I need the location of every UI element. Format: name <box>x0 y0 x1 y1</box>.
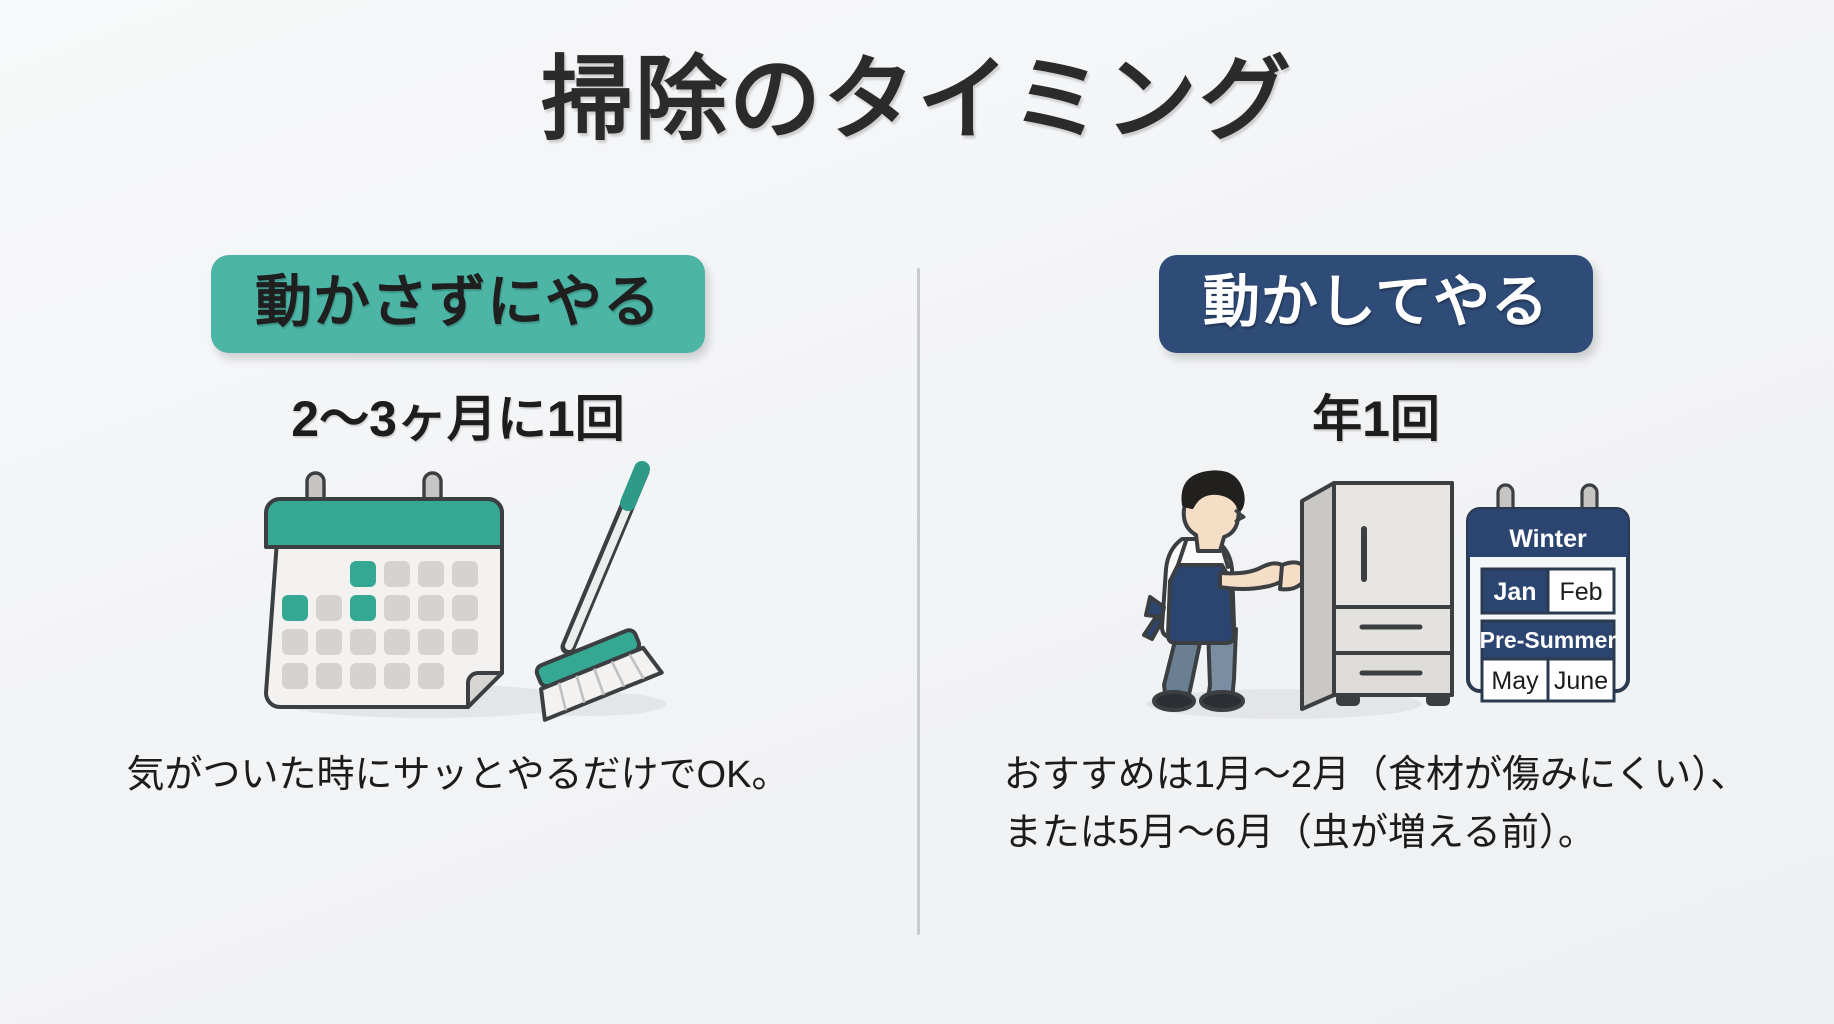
calendar-icon <box>264 497 504 710</box>
refrigerator-icon <box>1300 481 1454 712</box>
season-calendar-jan: Jan <box>1493 578 1536 606</box>
person-icon <box>1142 470 1309 713</box>
caption-line: または5月〜6月（虫が増える前）。 <box>1003 812 1596 855</box>
column-move: 動かしてやる 年1回 <box>936 255 1816 863</box>
illustration-calendar-broom <box>218 461 698 723</box>
column-no-move: 動かさずにやる 2〜3ヶ月に1回 <box>18 255 898 805</box>
season-calendar-may: May <box>1491 667 1539 695</box>
caption-no-move: 気がついた時にサッとやるだけでOK。 <box>127 747 790 805</box>
frequency-move: 年1回 <box>1312 391 1440 448</box>
frequency-no-move: 2〜3ヶ月に1回 <box>291 391 625 448</box>
caption-line: 気がついた時にサッとやるだけでOK。 <box>126 754 790 797</box>
page-title: 掃除のタイミング <box>540 49 1293 151</box>
season-calendar-icon: Winter Jan Feb Pre-Summer May June <box>1466 483 1630 703</box>
broom-icon <box>534 461 664 723</box>
season-calendar-june: June <box>1554 667 1608 695</box>
calendar-broom-svg <box>264 461 666 723</box>
column-divider <box>917 268 920 935</box>
badge-move[interactable]: 動かしてやる <box>1158 255 1594 354</box>
badge-no-move[interactable]: 動かさずにやる <box>211 255 705 354</box>
illustration-person-fridge-calendar: Winter Jan Feb Pre-Summer May June <box>1116 461 1636 723</box>
caption-line: おすすめは1月〜2月（食材が傷みにくい）、 <box>1003 754 1749 797</box>
season-calendar-feb: Feb <box>1559 578 1602 606</box>
person-fridge-calendar-svg: Winter Jan Feb Pre-Summer May June <box>1142 470 1630 720</box>
caption-move: おすすめは1月〜2月（食材が傷みにくい）、 または5月〜6月（虫が増える前）。 <box>1004 747 1749 863</box>
season-calendar-presummer: Pre-Summer <box>1480 627 1617 653</box>
season-calendar-header: Winter <box>1509 525 1587 553</box>
